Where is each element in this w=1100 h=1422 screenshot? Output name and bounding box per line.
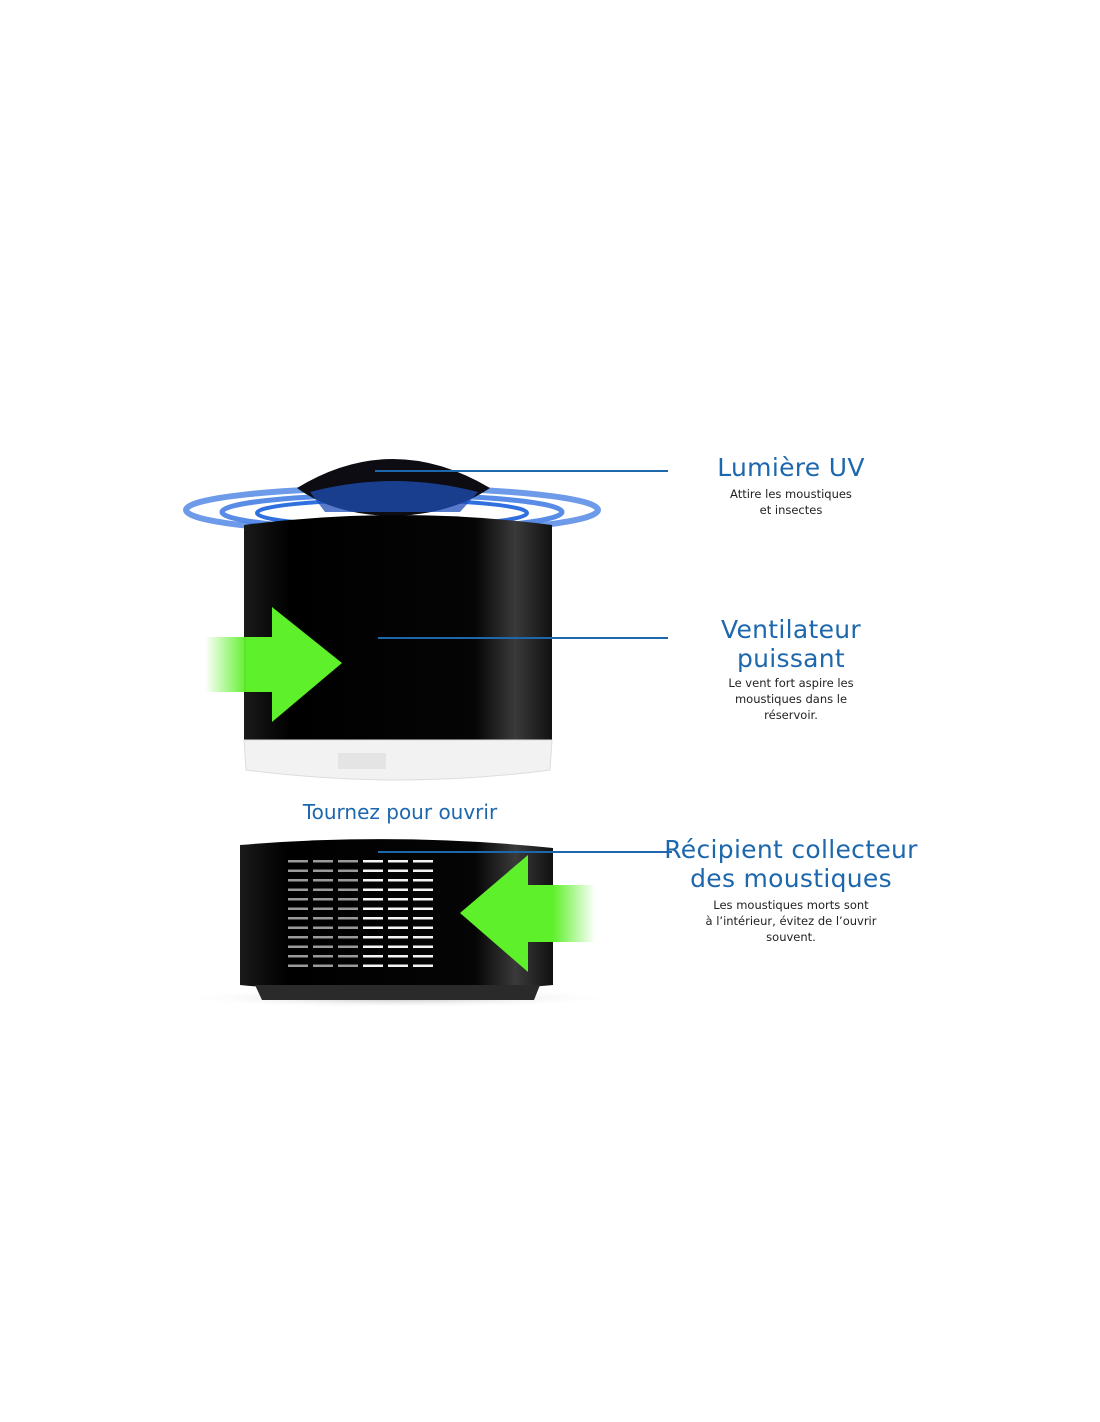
grille-slot bbox=[313, 936, 333, 939]
grille-slot bbox=[413, 964, 433, 967]
grille-slot bbox=[363, 888, 383, 891]
grille-slot bbox=[363, 869, 383, 872]
feature-desc: souvent. bbox=[766, 930, 816, 944]
grille-slot bbox=[388, 964, 408, 967]
feature-desc: et insectes bbox=[759, 503, 823, 517]
feature-desc: Attire les moustiques bbox=[730, 487, 852, 501]
uv-lamp-dome bbox=[297, 459, 490, 516]
grille-slot bbox=[363, 917, 383, 920]
grille-slot bbox=[338, 936, 358, 939]
grille-slot bbox=[288, 926, 308, 929]
grille-slot bbox=[388, 879, 408, 882]
grille-slot bbox=[313, 964, 333, 967]
grille-slot bbox=[313, 926, 333, 929]
feature-title: puissant bbox=[736, 644, 846, 673]
grille-slot bbox=[413, 879, 433, 882]
grille-slot bbox=[338, 907, 358, 910]
grille-slot bbox=[288, 860, 308, 863]
grille-slot bbox=[363, 879, 383, 882]
feature-title: des moustiques bbox=[690, 864, 892, 893]
feature-desc: réservoir. bbox=[764, 708, 818, 722]
collector-grille bbox=[288, 860, 433, 967]
grille-slot bbox=[363, 898, 383, 901]
grille-slot bbox=[388, 860, 408, 863]
feature-uv-light: Lumière UV Attire les moustiques et inse… bbox=[660, 453, 922, 518]
feature-desc: moustiques dans le bbox=[734, 692, 848, 706]
grille-slot bbox=[413, 907, 433, 910]
grille-slot bbox=[313, 907, 333, 910]
grille-slot bbox=[363, 955, 383, 958]
grille-slot bbox=[288, 869, 308, 872]
feature-fan: Ventilateur puissant Le vent fort aspire… bbox=[660, 615, 922, 723]
grille-slot bbox=[288, 955, 308, 958]
grille-slot bbox=[413, 888, 433, 891]
grille-slot bbox=[288, 964, 308, 967]
grille-slot bbox=[363, 860, 383, 863]
feature-desc: à l’intérieur, évitez de l’ouvrir bbox=[705, 914, 877, 928]
grille-slot bbox=[338, 926, 358, 929]
grille-slot bbox=[338, 964, 358, 967]
grille-slot bbox=[388, 955, 408, 958]
grille-slot bbox=[338, 888, 358, 891]
grille-slot bbox=[388, 917, 408, 920]
feature-title: Récipient collecteur bbox=[664, 835, 918, 864]
grille-slot bbox=[413, 860, 433, 863]
grille-slot bbox=[363, 926, 383, 929]
grille-slot bbox=[288, 888, 308, 891]
grille-slot bbox=[413, 898, 433, 901]
grille-slot bbox=[388, 869, 408, 872]
grille-slot bbox=[313, 898, 333, 901]
grille-slot bbox=[388, 907, 408, 910]
grille-slot bbox=[313, 869, 333, 872]
grille-slot bbox=[288, 917, 308, 920]
grille-slot bbox=[388, 898, 408, 901]
grille-slot bbox=[338, 917, 358, 920]
feature-title: Ventilateur bbox=[720, 615, 861, 644]
grille-slot bbox=[313, 879, 333, 882]
grille-slot bbox=[413, 936, 433, 939]
grille-slot bbox=[288, 898, 308, 901]
grille-slot bbox=[313, 945, 333, 948]
grille-slot bbox=[388, 945, 408, 948]
grille-slot bbox=[338, 860, 358, 863]
grille-slot bbox=[413, 955, 433, 958]
collector-container bbox=[178, 839, 618, 1008]
grille-slot bbox=[313, 917, 333, 920]
feature-collector: Récipient collecteur des moustiques Les … bbox=[660, 835, 922, 945]
grille-slot bbox=[338, 879, 358, 882]
green-arrow-in-left bbox=[205, 607, 342, 722]
upper-fan-housing bbox=[243, 515, 553, 781]
grille-slot bbox=[338, 955, 358, 958]
grille-slot bbox=[288, 907, 308, 910]
open-hint: Tournez pour ouvrir bbox=[302, 800, 498, 824]
grille-slot bbox=[388, 936, 408, 939]
grille-slot bbox=[363, 907, 383, 910]
grille-slot bbox=[288, 936, 308, 939]
grille-slot bbox=[338, 869, 358, 872]
green-arrow-in-right bbox=[460, 855, 595, 972]
callout-lines bbox=[375, 470, 672, 853]
feature-title: Lumière UV bbox=[717, 453, 865, 482]
grille-slot bbox=[338, 945, 358, 948]
grille-slot bbox=[413, 926, 433, 929]
grille-slot bbox=[338, 898, 358, 901]
grille-slot bbox=[388, 888, 408, 891]
grille-slot bbox=[313, 888, 333, 891]
grille-slot bbox=[413, 869, 433, 872]
grille-slot bbox=[313, 860, 333, 863]
feature-desc: Le vent fort aspire les bbox=[728, 676, 854, 690]
grille-slot bbox=[288, 945, 308, 948]
grille-slot bbox=[413, 945, 433, 948]
grille-slot bbox=[313, 955, 333, 958]
grille-slot bbox=[288, 879, 308, 882]
feature-desc: Les moustiques morts sont bbox=[713, 898, 869, 912]
grille-slot bbox=[363, 936, 383, 939]
grille-slot bbox=[388, 926, 408, 929]
grille-slot bbox=[363, 964, 383, 967]
grille-slot bbox=[363, 945, 383, 948]
grille-slot bbox=[413, 917, 433, 920]
